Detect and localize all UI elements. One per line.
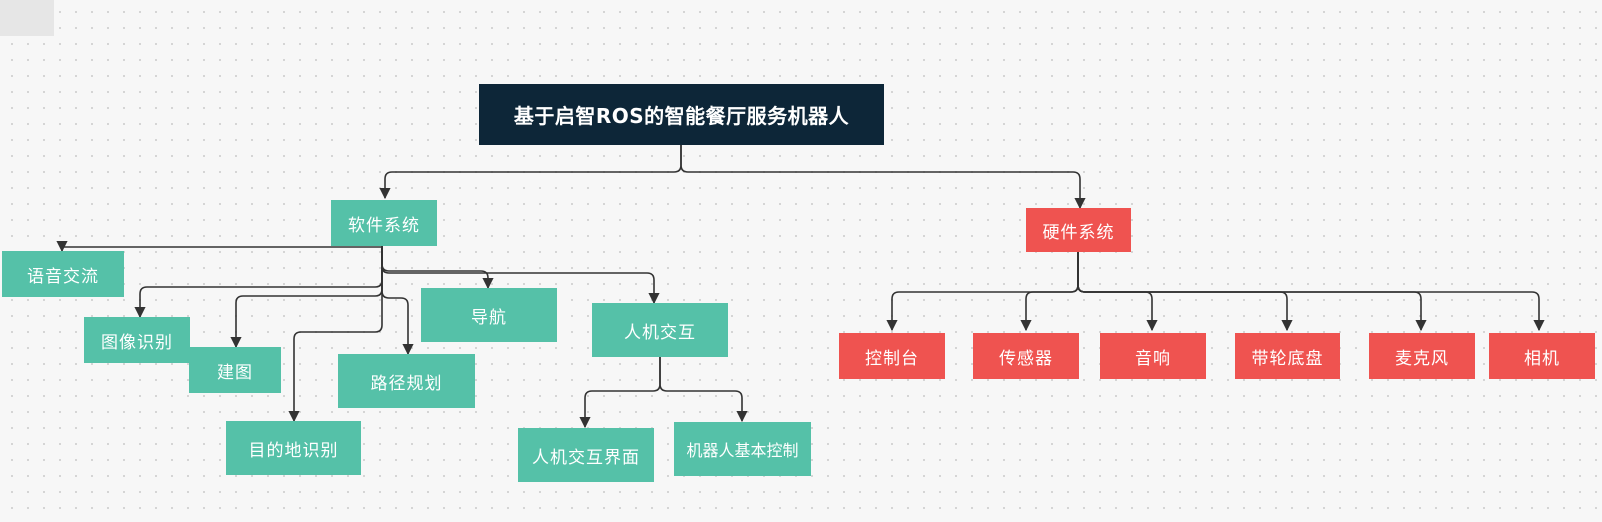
edge-software-destination: [288, 244, 383, 423]
edge-root-software: [379, 145, 682, 200]
edge-software-image: [134, 244, 383, 319]
robot-basic-control-node[interactable]: 机器人基本控制: [674, 422, 811, 476]
sensor-node[interactable]: 传感器: [973, 333, 1079, 379]
edge-hardware-camera: [1077, 246, 1545, 332]
navigation-node[interactable]: 导航: [421, 288, 557, 342]
root-node[interactable]: 基于启智ROS的智能餐厅服务机器人: [479, 84, 884, 145]
edge-software-navigation: [381, 244, 494, 290]
hardware-system-node[interactable]: 硬件系统: [1026, 208, 1131, 252]
hri-node[interactable]: 人机交互: [592, 303, 728, 357]
microphone-node[interactable]: 麦克风: [1369, 333, 1475, 379]
edge-hardware-mic: [1077, 246, 1427, 332]
console-node[interactable]: 控制台: [839, 333, 945, 379]
canvas-corner-tab: [0, 0, 54, 36]
edge-hardware-console: [886, 246, 1079, 332]
edge-root-hardware: [680, 145, 1086, 210]
edge-software-path: [381, 244, 414, 356]
mapping-node[interactable]: 建图: [189, 347, 281, 393]
voice-communication-node[interactable]: 语音交流: [2, 251, 124, 297]
edge-hri-control: [659, 348, 748, 423]
camera-node[interactable]: 相机: [1489, 333, 1595, 379]
destination-recognition-node[interactable]: 目的地识别: [226, 421, 361, 475]
edge-hardware-speaker: [1077, 246, 1158, 332]
software-system-node[interactable]: 软件系统: [331, 200, 437, 246]
wheeled-base-node[interactable]: 带轮底盘: [1235, 333, 1340, 379]
edge-hardware-sensor: [1020, 246, 1079, 332]
edge-hardware-base: [1077, 246, 1293, 332]
path-planning-node[interactable]: 路径规划: [338, 354, 475, 408]
hri-interface-node[interactable]: 人机交互界面: [518, 428, 654, 482]
edge-hri-interface: [579, 348, 661, 429]
image-recognition-node[interactable]: 图像识别: [84, 317, 190, 363]
speaker-node[interactable]: 音响: [1100, 333, 1206, 379]
